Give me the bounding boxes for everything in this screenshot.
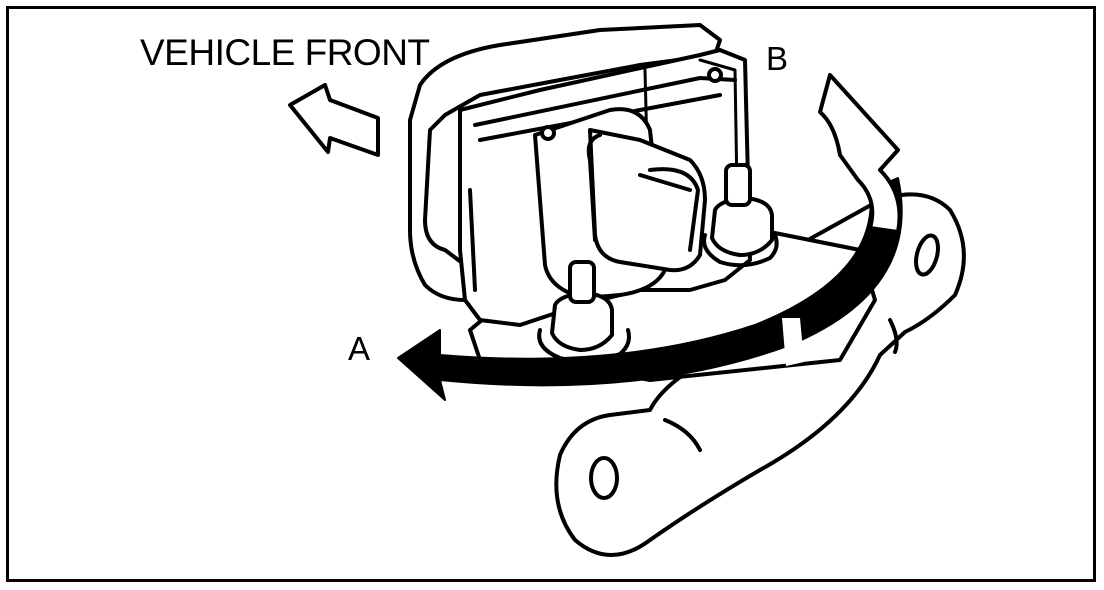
vehicle-front-arrow-icon <box>288 83 380 157</box>
rotation-arrow-b-icon <box>818 73 902 234</box>
module-housing-back <box>408 23 722 302</box>
vehicle-front-label: VEHICLE FRONT <box>140 32 430 73</box>
bracket-hole-left <box>589 456 619 500</box>
rotation-arrow-a-icon <box>397 177 903 401</box>
rotation-label-a: A <box>348 330 370 367</box>
bracket-hole-right <box>914 233 940 277</box>
electrical-connector <box>588 128 707 273</box>
rotation-label-b: B <box>766 40 788 77</box>
